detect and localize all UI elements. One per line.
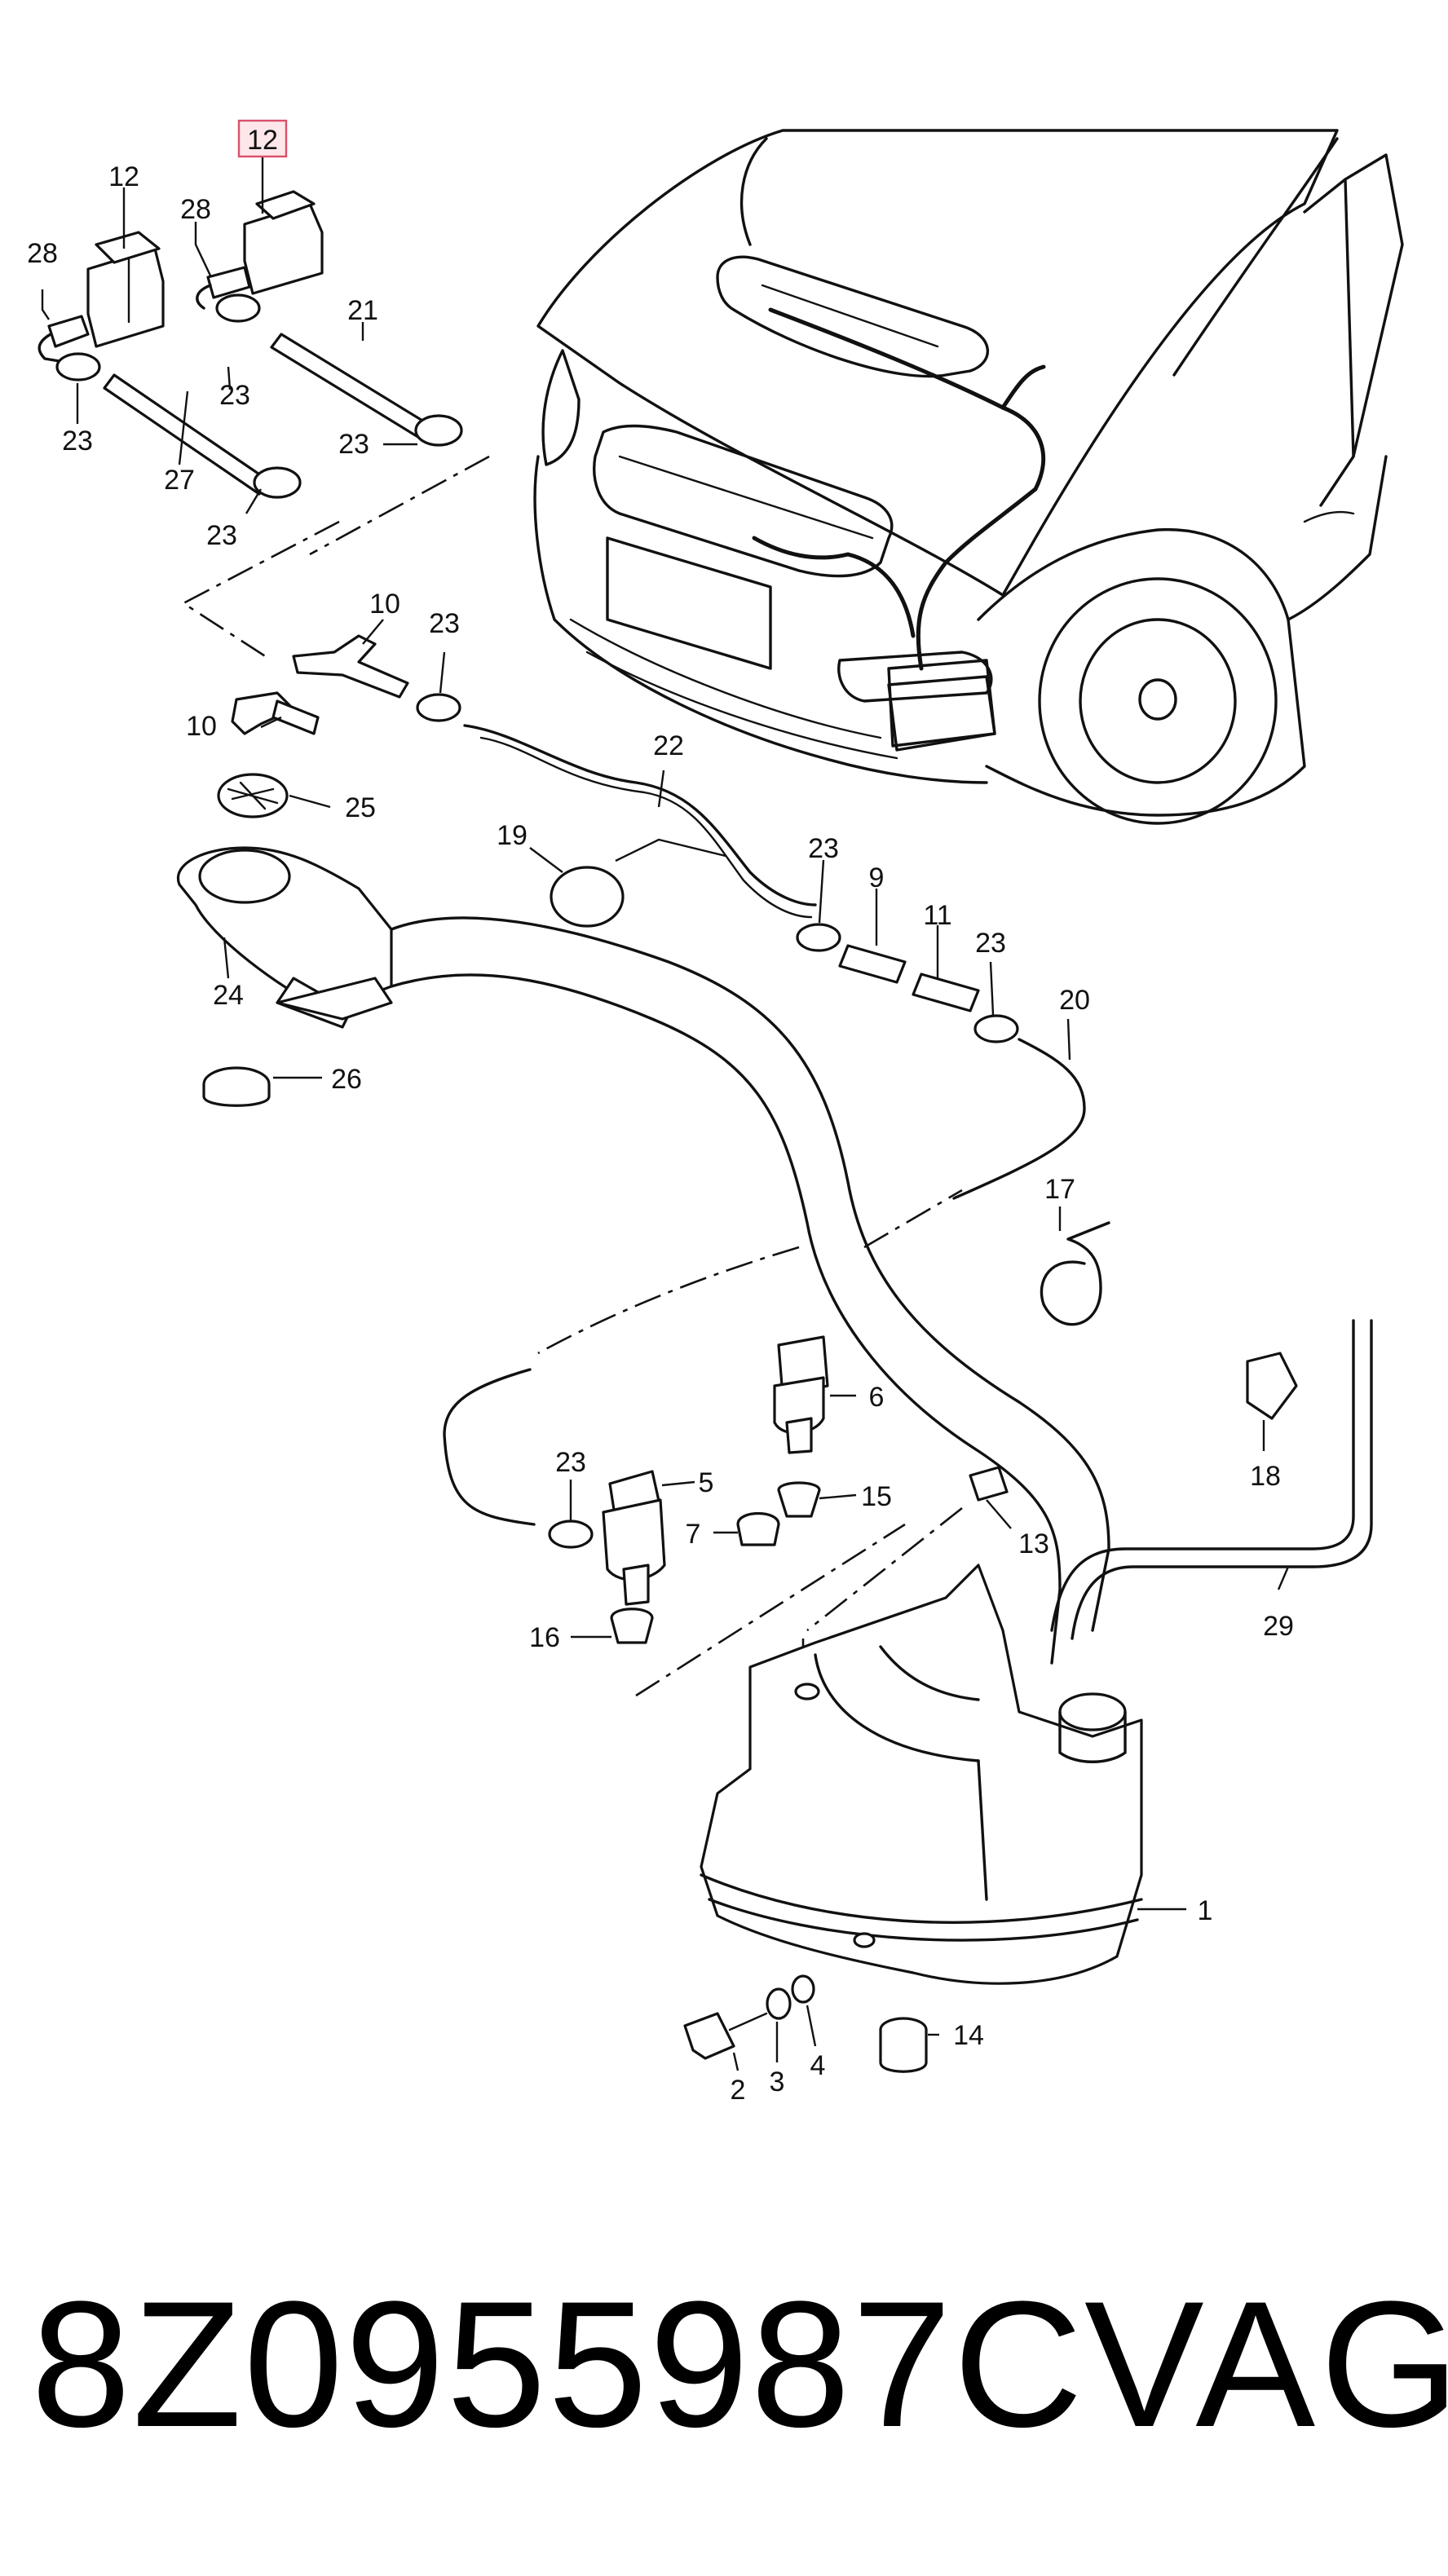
clamp-23-b (796, 923, 841, 952)
brand-label: VAG (1084, 2264, 1448, 2464)
reservoir-tank-1 (700, 1564, 1143, 1985)
hose-21 (270, 333, 463, 447)
connector-11 (912, 973, 980, 1012)
grommet-16 (610, 1608, 654, 1644)
callout-28-left: 28 (27, 238, 58, 269)
callout-12-highlighted: 12 (247, 125, 278, 156)
bolt-13 (969, 1466, 1009, 1502)
filler-hose (390, 916, 1110, 1665)
callout-23-e: 23 (429, 608, 460, 639)
filler-neck-24 (176, 846, 393, 1029)
callout-23-f: 23 (808, 833, 839, 864)
callout-23-b: 23 (62, 426, 93, 457)
parts-diagram: 12 12 28 28 21 23 23 23 27 23 10 23 10 2… (27, 119, 1404, 2106)
callout-10: 10 (369, 589, 400, 620)
cap-19 (550, 866, 625, 928)
callout-26: 26 (331, 1064, 362, 1095)
clamp-23-d (548, 1520, 594, 1549)
callout-12: 12 (108, 161, 139, 192)
part-number: 8Z0955987C (31, 2264, 1085, 2464)
leader-lines (41, 157, 1290, 2071)
callout-2: 2 (731, 2075, 746, 2106)
callout-23-h: 23 (555, 1447, 586, 1478)
clamp-23 (416, 693, 461, 722)
callout-13: 13 (1018, 1528, 1049, 1559)
washer-pump-5 (602, 1470, 666, 1606)
callout-21: 21 (347, 295, 378, 326)
washer-3 (766, 1987, 792, 2020)
callout-23-c: 23 (338, 429, 369, 460)
grommet-14 (879, 2017, 928, 2073)
callout-4: 4 (810, 2050, 826, 2081)
car-front-illustration (533, 129, 1404, 825)
hose-27 (103, 373, 302, 499)
level-sensor-6 (773, 1335, 829, 1454)
callout-28: 28 (180, 194, 211, 225)
callout-23-g: 23 (975, 928, 1006, 959)
callout-11: 11 (923, 900, 951, 931)
nozzle-assembly-right (196, 190, 324, 323)
callout-14: 14 (953, 2020, 984, 2051)
grommet-26 (202, 1066, 271, 1107)
callout-7: 7 (686, 1519, 701, 1550)
bolt-2 (683, 2012, 735, 2060)
connector-9 (838, 944, 907, 984)
callout-6: 6 (869, 1382, 885, 1413)
clip-18 (1246, 1352, 1298, 1420)
callout-9: 9 (869, 862, 885, 893)
callout-23-a: 23 (219, 380, 250, 411)
callout-24: 24 (213, 980, 244, 1011)
callout-5: 5 (699, 1467, 714, 1498)
callout-15: 15 (861, 1481, 892, 1512)
clamp-23-c (973, 1014, 1019, 1043)
dash-line-top (181, 455, 490, 660)
callout-20: 20 (1059, 985, 1090, 1016)
hose-29 (1050, 1319, 1355, 1632)
hose-22 (463, 724, 817, 906)
seal-4 (791, 1974, 815, 2004)
dash-line-mid-2 (863, 1189, 963, 1249)
grommet-15 (777, 1481, 821, 1518)
callout-19: 19 (497, 820, 528, 851)
nozzle-assembly-left (38, 231, 165, 382)
hose-20 (952, 1038, 1086, 1200)
callout-23-d: 23 (206, 520, 237, 551)
callout-1: 1 (1198, 1895, 1213, 1926)
callout-18: 18 (1250, 1461, 1281, 1492)
callout-3: 3 (770, 2067, 785, 2097)
cable-tie-17 (1040, 1221, 1110, 1326)
callout-27: 27 (164, 465, 195, 496)
callout-17: 17 (1044, 1174, 1075, 1205)
hose-23-left (443, 1368, 536, 1526)
plug-7 (736, 1511, 780, 1546)
y-connector (231, 634, 409, 735)
callout-10-b: 10 (186, 711, 217, 742)
highlight-box (237, 119, 288, 158)
callout-16: 16 (529, 1622, 560, 1653)
callout-labels: 12 12 28 28 21 23 23 23 27 23 10 23 10 2… (27, 125, 1294, 2106)
callout-22: 22 (653, 730, 684, 761)
callout-29: 29 (1263, 1611, 1294, 1642)
callout-25: 25 (345, 792, 376, 823)
dash-line-mid (537, 1246, 800, 1355)
